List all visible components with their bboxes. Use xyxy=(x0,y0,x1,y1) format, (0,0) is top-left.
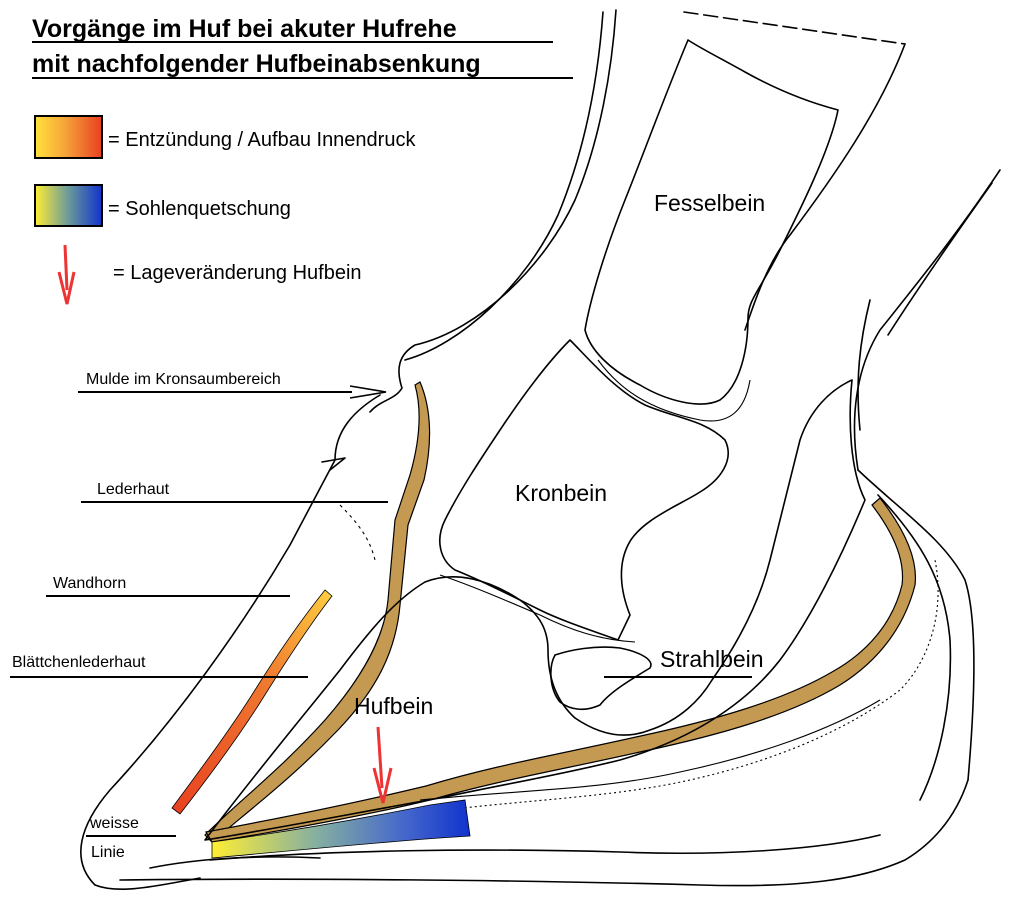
structure-labels: Mulde im Kronsaumbereich Lederhaut Wandh… xyxy=(10,371,388,861)
title-line-2: mit nachfolgender Hufbeinabsenkung xyxy=(32,50,481,78)
label-weisse: weisse xyxy=(89,815,139,832)
corium-sole xyxy=(205,497,917,843)
inflammation-zone xyxy=(171,504,376,815)
hufbein-displacement-arrow-icon xyxy=(372,726,393,804)
label-hufbein: Hufbein xyxy=(354,693,433,719)
legend-item-sole-bruise: = Sohlenquetschung xyxy=(34,184,291,227)
strahlbein-outline xyxy=(550,646,652,711)
label-blaettchenlederhaut: Blättchenlederhaut xyxy=(12,654,146,671)
sole-bruise-zone xyxy=(211,799,471,859)
legend: = Entzündung / Aufbau Innendruck = Sohle… xyxy=(34,115,416,305)
fesselbein-outline xyxy=(584,39,839,405)
label-lederhaut: Lederhaut xyxy=(97,481,170,498)
bones xyxy=(204,39,866,841)
legend-item-inflammation: = Entzündung / Aufbau Innendruck xyxy=(34,115,416,159)
legend-label-displacement: = Lageveränderung Hufbein xyxy=(113,262,362,284)
label-fesselbein: Fesselbein xyxy=(654,190,765,216)
legend-item-displacement: = Lageveränderung Hufbein xyxy=(57,244,362,305)
legend-label-inflammation: = Entzündung / Aufbau Innendruck xyxy=(108,129,416,151)
corium-band xyxy=(204,381,939,843)
label-strahlbein: Strahlbein xyxy=(660,646,764,672)
hoof-wall-outer xyxy=(80,394,381,890)
label-wandhorn: Wandhorn xyxy=(53,575,126,592)
sole-line xyxy=(119,779,969,887)
label-linie: Linie xyxy=(91,844,125,861)
displacement-arrow-icon xyxy=(57,244,76,305)
limb-outline xyxy=(369,9,1001,471)
title-line-1: Vorgänge im Huf bei akuter Hufrehe xyxy=(32,15,457,43)
inflammation-swatch xyxy=(34,115,103,159)
label-kronbein: Kronbein xyxy=(515,480,607,506)
sole-bruise-swatch xyxy=(34,184,103,227)
legend-label-sole-bruise: = Sohlenquetschung xyxy=(108,198,291,220)
hufbein-outline xyxy=(204,379,866,841)
hoof-capsule xyxy=(80,394,975,890)
label-mulde: Mulde im Kronsaumbereich xyxy=(86,371,281,388)
title-block: Vorgänge im Huf bei akuter Hufrehe mit n… xyxy=(32,15,573,79)
